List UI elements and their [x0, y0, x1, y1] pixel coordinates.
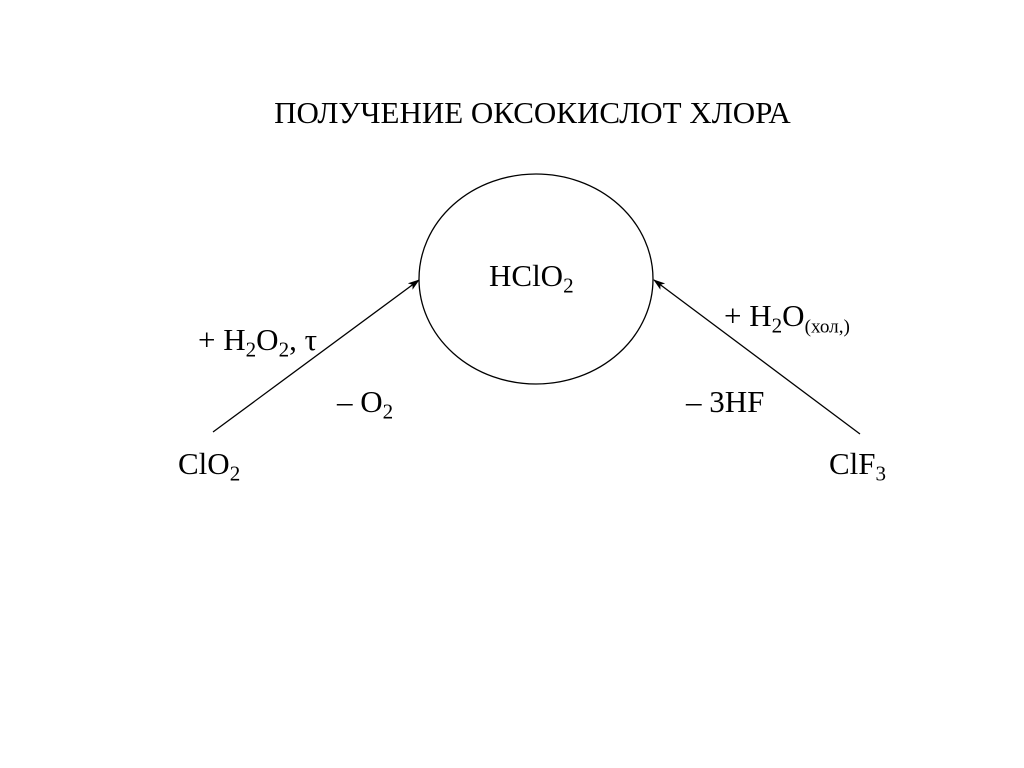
right-reagent-h: H	[749, 298, 772, 333]
page-title: ПОЛУЧЕНИЕ ОКСОКИСЛОТ ХЛОРА	[274, 95, 791, 130]
right-byproduct-text: 3HF	[709, 384, 765, 419]
left-byproduct-label: – O2	[337, 384, 393, 422]
left-reagent-o-subscript: 2	[278, 337, 290, 362]
left-byproduct-o: O	[360, 384, 383, 419]
right-reaction-arrow	[653, 279, 861, 435]
left-reactant-subscript: 2	[229, 461, 241, 486]
left-reactant-main: ClO	[178, 446, 230, 481]
left-byproduct-o-subscript: 2	[382, 399, 394, 424]
left-byproduct-minus: –	[337, 384, 353, 419]
left-reagent-h-subscript: 2	[245, 337, 257, 362]
right-reagent-o: O	[782, 298, 805, 333]
right-reactant-subscript: 3	[875, 461, 887, 486]
left-reagent-o: O	[256, 322, 279, 357]
product-formula-main: HClO	[489, 258, 564, 293]
right-reagent-condition: (хол,)	[804, 316, 850, 338]
product-ellipse	[418, 173, 654, 385]
left-reagent-label: + H2O2, τ	[198, 322, 318, 360]
right-byproduct-label: – 3HF	[686, 386, 764, 417]
left-reagent-plus: +	[198, 322, 216, 357]
right-reagent-plus: +	[724, 298, 742, 333]
left-reaction-arrow	[212, 279, 420, 433]
right-byproduct-minus: –	[686, 384, 702, 419]
right-reactant-main: ClF	[829, 446, 876, 481]
right-reactant-formula: ClF3	[829, 446, 886, 484]
right-reagent-label: + H2O(хол,)	[724, 298, 850, 337]
right-reagent-h-subscript: 2	[771, 313, 783, 338]
product-formula: HClO2	[489, 258, 574, 296]
left-reactant-formula: ClO2	[178, 446, 240, 484]
left-reagent-h: H	[223, 322, 246, 357]
left-reagent-tail: , τ	[289, 322, 318, 357]
product-formula-subscript: 2	[563, 273, 574, 298]
